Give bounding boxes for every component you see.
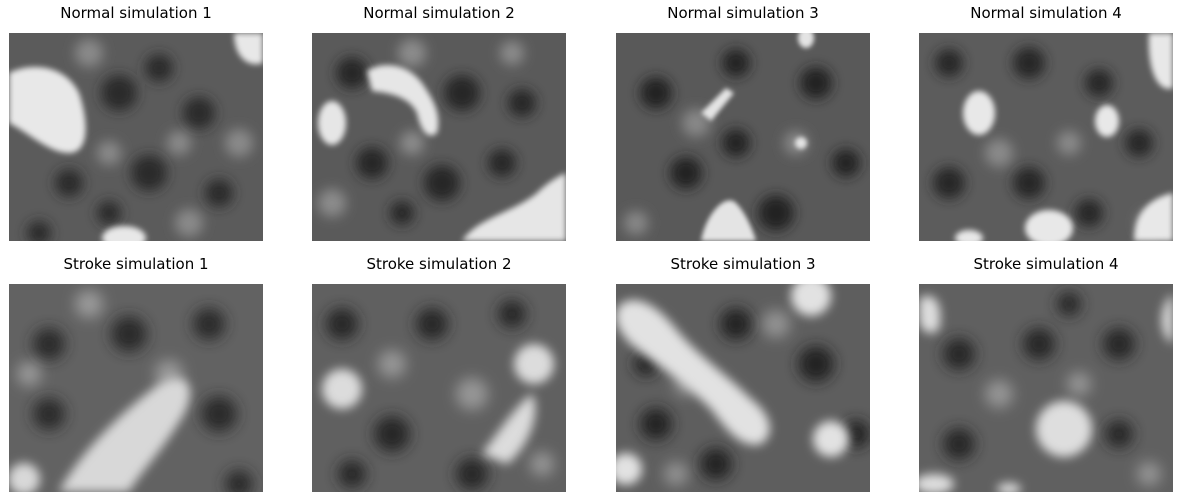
panel-title: Normal simulation 3 — [667, 4, 819, 22]
simulation-image — [312, 284, 566, 492]
panel-title: Normal simulation 2 — [363, 4, 515, 22]
panel-title: Stroke simulation 3 — [670, 255, 816, 273]
panel-title: Stroke simulation 1 — [63, 255, 209, 273]
panel-title: Stroke simulation 2 — [366, 255, 512, 273]
simulation-image — [919, 284, 1173, 492]
panel-title: Normal simulation 1 — [60, 4, 212, 22]
simulation-image — [312, 33, 566, 241]
simulation-image — [9, 33, 263, 241]
simulation-image — [919, 33, 1173, 241]
panel-title: Normal simulation 4 — [970, 4, 1122, 22]
panel-title: Stroke simulation 4 — [973, 255, 1119, 273]
simulation-image — [9, 284, 263, 492]
simulation-image — [616, 284, 870, 492]
simulation-image — [616, 33, 870, 241]
